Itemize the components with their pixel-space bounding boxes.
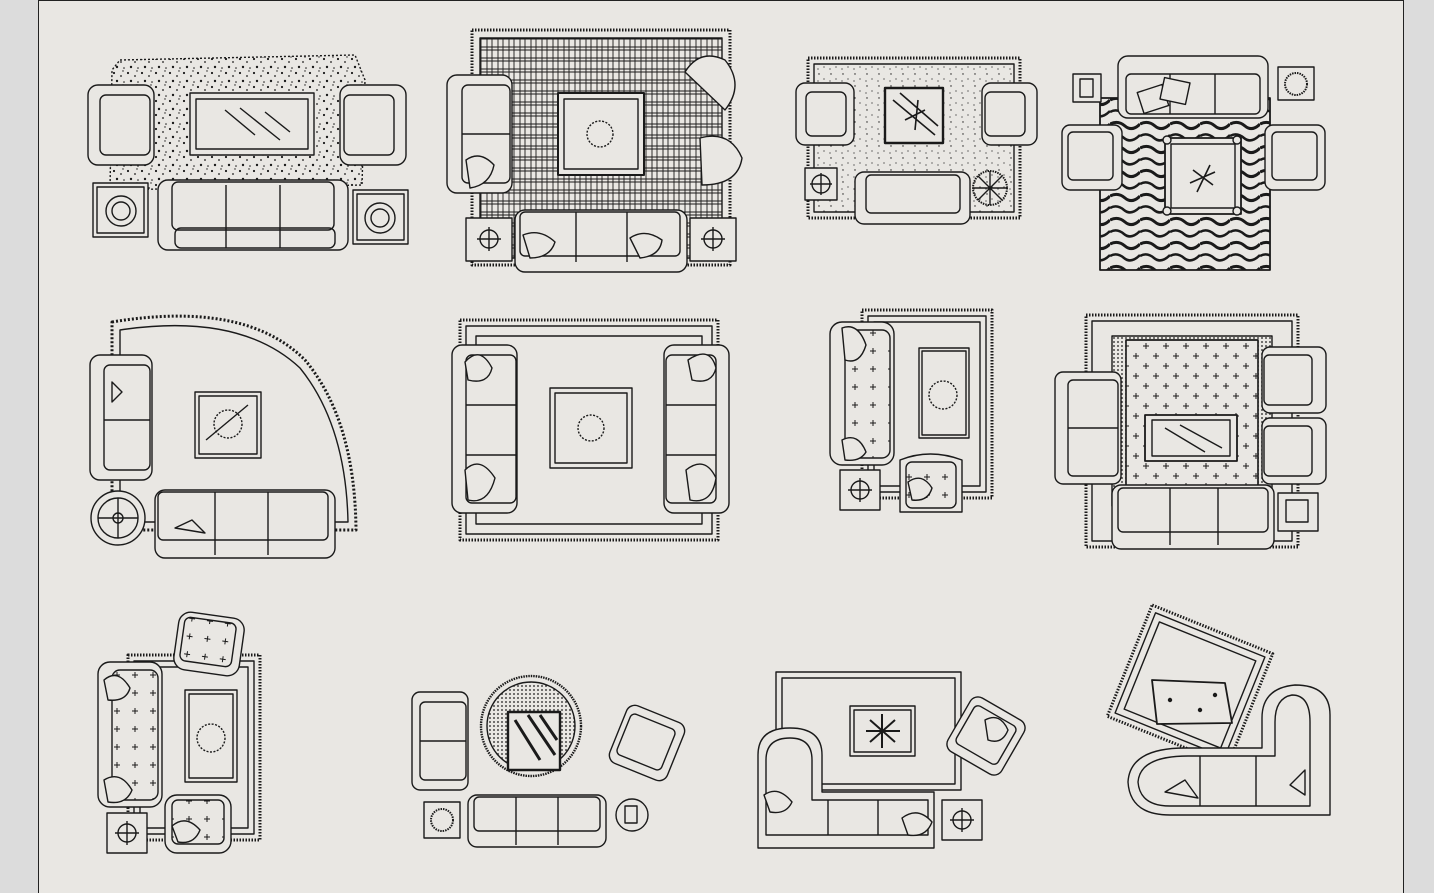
- plan-12-rotated-rug-living-set: [1105, 603, 1331, 816]
- plan-10-round-rug-living-set: [411, 674, 686, 848]
- plan-8-cross-rug-living-set: [1054, 313, 1327, 550]
- plan-6-bordered-rug-living-set: [451, 318, 730, 542]
- plan-1-speckled-rug-living-set: [87, 54, 409, 251]
- plan-5-quarter-rug-living-set: [89, 314, 358, 559]
- plan-2-grid-rug-living-set: [446, 28, 743, 273]
- plan-4-zebra-rug-living-set: [1061, 55, 1326, 271]
- plan-11-sectional-living-set: [757, 671, 1026, 849]
- plan-3-speckled-rug-living-set: [795, 56, 1038, 225]
- plan-7-tufted-sofa-living-set: [829, 308, 994, 513]
- plan-9-tufted-sofa-living-set: [97, 611, 262, 854]
